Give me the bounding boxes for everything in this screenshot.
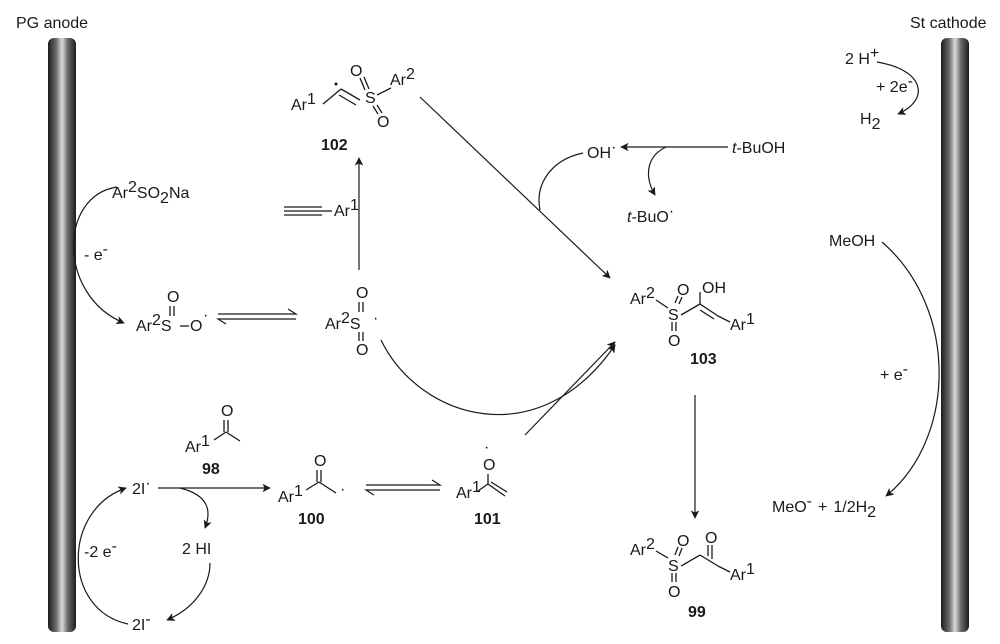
svg-text:99: 99 <box>688 604 706 621</box>
svg-text:Ar2: Ar2 <box>390 66 415 89</box>
arrow-hi-to-iodide <box>166 562 211 621</box>
methanol: MeOH <box>829 233 875 250</box>
sulfonyl-radical: Ar2S · O O <box>325 285 378 359</box>
enol-103: Ar2 S O O OH Ar1 103 <box>630 280 755 368</box>
tert-butoxy-radical: t-BuO· <box>627 203 674 226</box>
svg-text:·: · <box>373 310 378 327</box>
arrow-102-to-103 <box>419 96 611 279</box>
sulfinate-anion: Ar2S O O · <box>136 289 208 335</box>
arrow-to-tbuo <box>647 146 667 196</box>
svg-text:100: 100 <box>298 511 325 528</box>
tert-butanol: t-BuOH <box>732 140 785 157</box>
svg-text:Ar1: Ar1 <box>291 91 316 114</box>
svg-text:O: O <box>677 282 689 299</box>
svg-text:O: O <box>314 453 326 470</box>
equilibrium-100-101-forward <box>366 479 443 486</box>
aryl-alkyne: Ar1 <box>284 197 359 220</box>
svg-text:Ar1: Ar1 <box>456 479 481 502</box>
arrow-101-to-103 <box>524 341 616 436</box>
svg-text:·: · <box>340 481 345 498</box>
arrow-iodine-to-hi <box>179 487 212 529</box>
svg-text:Ar2: Ar2 <box>630 285 655 308</box>
acetophenone-98: O Ar1 98 <box>185 403 241 478</box>
oxidation-curved-arrow <box>73 186 125 325</box>
proton-reduction-arrow <box>876 61 919 115</box>
ketosulfone-99: Ar2 S O O O Ar1 99 <box>630 530 755 621</box>
svg-text:O: O <box>190 318 202 335</box>
svg-text:O: O <box>167 289 179 306</box>
svg-text:S: S <box>668 307 679 324</box>
equilibrium-100-101-back <box>363 489 440 496</box>
enol-radical-101: · O Ar1 101 <box>456 439 508 528</box>
svg-text:101: 101 <box>474 511 501 528</box>
oh-radical-addition-arrow <box>538 152 584 211</box>
methoxide-and-hydrogen: MeO-+1/2H2 <box>772 493 876 521</box>
svg-text:O: O <box>221 403 233 420</box>
plus-e-label: + e- <box>880 361 908 384</box>
svg-text:O: O <box>350 63 362 80</box>
svg-text:Ar2S: Ar2S <box>136 312 172 335</box>
iodide-bottom: 2I- <box>132 611 151 634</box>
svg-text:Ar1: Ar1 <box>185 433 210 456</box>
minus-e-label: - e- <box>84 241 108 264</box>
anode-label: PG anode <box>16 15 88 32</box>
svg-text:O: O <box>377 114 389 131</box>
methanol-reduction-arrow <box>881 241 940 497</box>
cathode-label: St cathode <box>910 15 987 32</box>
svg-text:98: 98 <box>202 461 220 478</box>
svg-text:Ar2: Ar2 <box>630 536 655 559</box>
cathode-electrode <box>941 38 969 632</box>
radical-addition-arrow <box>380 339 616 415</box>
svg-text:Ar1: Ar1 <box>334 197 359 220</box>
svg-text:Ar1: Ar1 <box>730 311 755 334</box>
iodine-top: 2I· <box>132 475 151 498</box>
hydrogen-gas: H2 <box>860 111 881 133</box>
svg-text:O: O <box>677 533 689 550</box>
equilibrium-arrow-back <box>215 318 296 325</box>
svg-text:Ar2S: Ar2S <box>325 310 361 333</box>
iodide-oxidation-arrow <box>77 486 129 625</box>
svg-text:·: · <box>484 439 489 456</box>
svg-text:O: O <box>356 285 368 302</box>
svg-text:Ar1: Ar1 <box>278 483 303 506</box>
anode-electrode <box>48 38 76 632</box>
svg-text:103: 103 <box>690 351 717 368</box>
protons: 2 H+ <box>845 45 879 68</box>
hydrogen-iodide: 2 HI <box>182 541 211 558</box>
svg-text:·: · <box>203 307 208 324</box>
svg-text:102: 102 <box>321 137 348 154</box>
svg-text:OH: OH <box>702 280 726 297</box>
svg-text:O: O <box>668 584 680 601</box>
svg-text:O: O <box>483 457 495 474</box>
sodium-arenesulfinate: Ar2SO2Na <box>112 179 189 207</box>
equilibrium-arrow-forward <box>218 308 299 315</box>
vinyl-radical-102: Ar1 1 S O O Ar2 102 <box>291 63 415 154</box>
acyl-radical-100: O · Ar1 100 <box>278 453 345 528</box>
two-electrons: + 2e- <box>876 73 913 96</box>
svg-text:O: O <box>705 530 717 547</box>
svg-text:O: O <box>356 342 368 359</box>
hydroxyl-radical: OH· <box>587 139 616 162</box>
svg-text:S: S <box>668 558 679 575</box>
svg-text:S: S <box>365 90 376 107</box>
svg-text:O: O <box>668 333 680 350</box>
svg-text:Ar1: Ar1 <box>730 561 755 584</box>
minus-2e-label: -2 e- <box>84 538 117 561</box>
